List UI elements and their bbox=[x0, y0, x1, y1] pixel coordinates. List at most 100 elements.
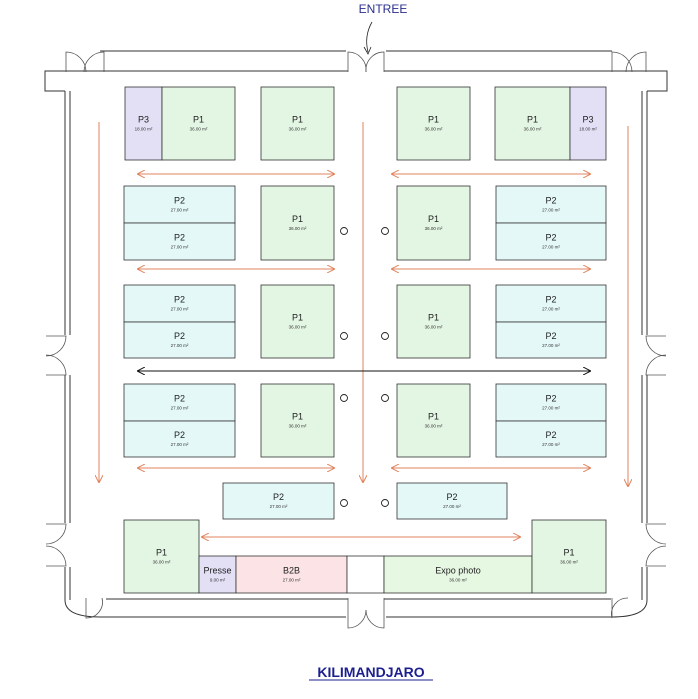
stand-p3-tr[interactable]: P3 18.00 m² bbox=[569, 86, 607, 161]
stand-name: Expo photo bbox=[435, 566, 481, 576]
hall-name: KILIMANDJARO bbox=[317, 664, 424, 680]
stand-name: P1 bbox=[563, 548, 574, 558]
stand-name: P1 bbox=[156, 548, 167, 558]
stand-box bbox=[383, 555, 533, 594]
stand-p2-r4a-l[interactable]: P2 27.00 m² bbox=[123, 383, 236, 422]
pillar-icon bbox=[381, 332, 389, 340]
stand-area: 36.00 m² bbox=[524, 127, 542, 132]
stand-name: P2 bbox=[174, 233, 185, 243]
door-icon bbox=[45, 545, 67, 567]
stand-box bbox=[260, 86, 335, 161]
stand-box bbox=[396, 482, 508, 520]
stand-area: 27.00 m² bbox=[171, 245, 189, 250]
stand-area: 27.00 m² bbox=[542, 208, 560, 213]
stand-box bbox=[123, 383, 236, 422]
stand-b2b[interactable]: B2B 27.00 m² bbox=[235, 555, 348, 594]
stand-name: P3 bbox=[582, 115, 593, 125]
stand-box bbox=[494, 86, 571, 161]
walkway-arrows bbox=[99, 122, 628, 537]
stand-box bbox=[495, 383, 607, 422]
stand-p2-r4b-l[interactable]: P2 27.00 m² bbox=[123, 420, 236, 458]
stand-p1-bl[interactable]: P1 36.00 m² bbox=[123, 519, 200, 594]
stand-area: 27.00 m² bbox=[283, 578, 301, 583]
stand-name: P2 bbox=[174, 394, 185, 404]
stand-area: 36.00 m² bbox=[425, 424, 443, 429]
stand-box bbox=[123, 185, 236, 224]
door-icon bbox=[45, 523, 67, 545]
stand-box bbox=[123, 321, 236, 359]
door-icon bbox=[45, 354, 67, 376]
stand-name: P2 bbox=[545, 196, 556, 206]
stand-empty-bottom[interactable] bbox=[346, 555, 385, 594]
stand-box bbox=[123, 222, 236, 261]
stand-p1-r4c3[interactable]: P1 36.00 m² bbox=[396, 383, 471, 458]
stand-p2-r2b-l[interactable]: P2 27.00 m² bbox=[123, 222, 236, 261]
stand-box bbox=[235, 555, 348, 594]
stand-box bbox=[495, 185, 607, 224]
stand-area: 27.00 m² bbox=[171, 208, 189, 213]
pillar-icon bbox=[381, 499, 389, 507]
stand-area: 36.00 m² bbox=[289, 325, 307, 330]
stand-area: 9.00 m² bbox=[210, 578, 226, 583]
stand-area: 36.00 m² bbox=[153, 560, 171, 565]
stand-expo-photo[interactable]: Expo photo 36.00 m² bbox=[383, 555, 533, 594]
stand-box bbox=[569, 86, 607, 161]
stand-box bbox=[124, 86, 163, 161]
stand-name: P1 bbox=[292, 412, 303, 422]
stand-area: 27.00 m² bbox=[542, 343, 560, 348]
entrance-label: ENTREE bbox=[359, 2, 408, 16]
stand-p2-r2a-r[interactable]: P2 27.00 m² bbox=[495, 185, 607, 224]
stand-box bbox=[260, 185, 335, 261]
stand-area: 36.00 m² bbox=[425, 127, 443, 132]
stand-name: P2 bbox=[174, 430, 185, 440]
stand-box bbox=[396, 284, 471, 359]
stand-name: P1 bbox=[428, 412, 439, 422]
stand-p1-r3c2[interactable]: P1 36.00 m² bbox=[260, 284, 335, 359]
pillar-icon bbox=[381, 394, 389, 402]
door-icon bbox=[45, 335, 67, 357]
stand-box bbox=[123, 519, 200, 594]
stand-box bbox=[260, 383, 335, 458]
stand-area: 27.00 m² bbox=[270, 504, 288, 509]
door-icon bbox=[365, 51, 385, 73]
stand-area: 18.00 m² bbox=[579, 127, 597, 132]
door-icon bbox=[625, 51, 647, 73]
stand-area: 36.00 m² bbox=[449, 578, 467, 583]
stand-name: P1 bbox=[428, 214, 439, 224]
stand-box bbox=[531, 519, 607, 594]
stand-name: P1 bbox=[292, 313, 303, 323]
stand-area: 27.00 m² bbox=[542, 442, 560, 447]
stand-name: B2B bbox=[283, 566, 300, 576]
stand-area: 27.00 m² bbox=[171, 406, 189, 411]
stand-name: P2 bbox=[545, 233, 556, 243]
stand-box bbox=[260, 284, 335, 359]
entrance-pointer bbox=[366, 21, 373, 53]
stand-area: 36.00 m² bbox=[425, 325, 443, 330]
stand-box bbox=[495, 284, 607, 323]
stand-name: P1 bbox=[292, 115, 303, 125]
stand-area: 27.00 m² bbox=[171, 442, 189, 447]
stand-box bbox=[495, 321, 607, 359]
